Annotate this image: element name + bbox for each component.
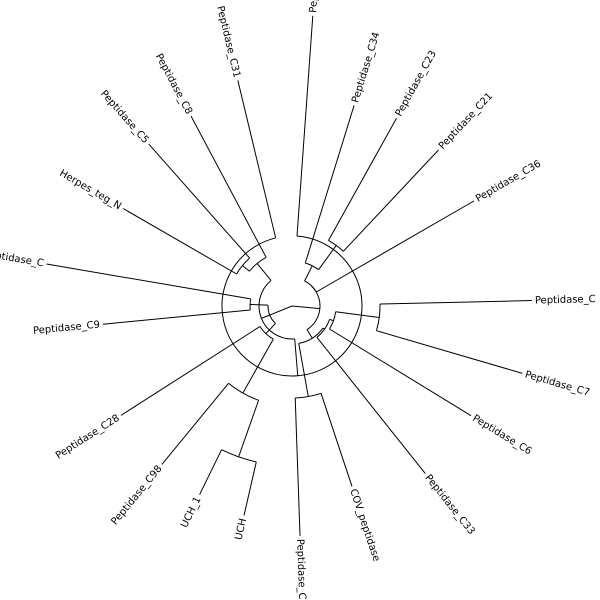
tree-branch: [329, 328, 472, 417]
leaf-label-c5: Peptidase_C5: [98, 88, 151, 146]
tree-branch: [199, 449, 223, 495]
tree-branch: [304, 105, 355, 264]
leaf-label-c16: Peptidase_C16: [294, 539, 308, 600]
tree-branch: [376, 330, 523, 374]
leaf-label-uch: UCH: [234, 517, 250, 541]
tree-branch: [242, 338, 274, 394]
leaf-label-c28: Peptidase_C28: [54, 413, 122, 462]
tree-branch: [320, 393, 353, 487]
leaf-label-uch1: UCH_1: [179, 495, 203, 530]
tree-branch: [242, 265, 250, 272]
tree-branch: [294, 338, 299, 376]
leaf-label-c21: Peptidase_C21: [437, 91, 495, 152]
tree-branch: [335, 311, 380, 318]
tree-branch: [342, 149, 439, 252]
tree-branch: [238, 400, 260, 457]
tree-branch: [306, 329, 313, 339]
leaf-label-c1: Peptidase_C: [535, 294, 596, 306]
tree-branch: [294, 397, 301, 536]
leaf-label-c8: Peptidase_C8: [153, 52, 194, 116]
tree-branch: [318, 245, 337, 270]
tree-branch: [102, 309, 251, 325]
tree-branch: [190, 115, 267, 258]
leaf-label-c33: Peptidase_C33: [422, 473, 476, 537]
tree-branch: [261, 314, 270, 319]
leaf-label-c32: Peptidase_C32: [308, 0, 324, 13]
tree-branch: [298, 343, 309, 397]
tree-branch: [296, 15, 314, 237]
tree-branch: [161, 382, 229, 465]
leaf-label-c36: Peptidase_C36: [474, 158, 543, 204]
tree-branch: [46, 263, 251, 300]
tree-branch: [379, 300, 532, 305]
tree-branch-arc: [228, 382, 259, 401]
tree-branch-arc: [304, 280, 317, 293]
tree-branch-arc: [249, 298, 252, 311]
leaf-label-c9: Peptidase_C9: [33, 320, 101, 337]
tree-branches: [46, 15, 532, 536]
tree-branch-arc: [316, 319, 331, 338]
leaf-label-c7: Peptidase_C7: [524, 369, 591, 398]
tree-branch: [316, 336, 426, 474]
tree-branch: [122, 208, 237, 275]
tree-branch: [237, 80, 277, 239]
leaf-label-c6: Peptidase_C6: [470, 413, 533, 457]
leaf-label-cov: COV_peptidase: [347, 488, 381, 563]
leaf-label-c31: Peptidase_C31: [214, 5, 242, 79]
tree-branch-arc: [267, 305, 276, 324]
tree-branch-arc: [221, 235, 363, 377]
tree-branch: [304, 265, 313, 282]
tree-branch: [329, 318, 334, 322]
tree-branch: [269, 305, 293, 316]
tree-branch: [265, 323, 276, 334]
leaf-label-c23: Peptidase_C23: [394, 49, 439, 119]
leaf-label-herpes: Herpes_teg_N: [57, 168, 123, 212]
tree-branch-arc: [298, 327, 324, 344]
tree-branch: [120, 326, 261, 416]
tree-branch: [315, 200, 475, 293]
leaf-label-c2: Peptidase_C: [0, 248, 44, 269]
tree-branch-arc: [258, 280, 295, 340]
leaf-label-c34: Peptidase_C34: [350, 31, 382, 104]
tree-branch: [250, 303, 269, 306]
tree-branch: [291, 305, 320, 310]
tree-branch: [256, 263, 272, 281]
leaf-label-c98: Peptidase_C98: [110, 464, 165, 528]
tree-branch: [243, 461, 257, 516]
tree-branch: [148, 143, 250, 259]
tree-branch: [328, 117, 397, 241]
